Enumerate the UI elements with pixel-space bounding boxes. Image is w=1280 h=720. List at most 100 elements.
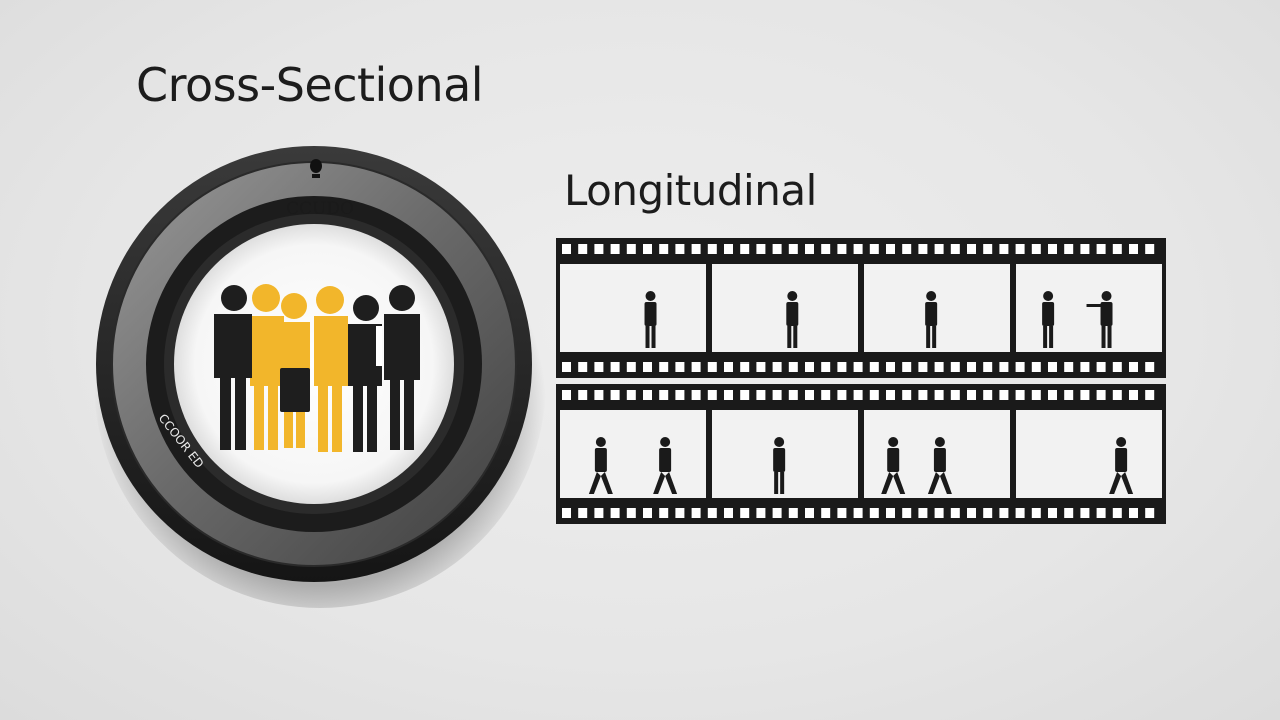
sprocket-hole (756, 390, 766, 400)
sprocket-hole (707, 244, 717, 254)
sprocket-hole (950, 508, 960, 518)
sprocket-hole (983, 390, 993, 400)
sprocket-hole (886, 362, 895, 372)
sprocket-hole (967, 508, 976, 518)
sprocket-hole (902, 362, 912, 372)
sprocket-hole (756, 362, 766, 372)
sprocket-hole (950, 390, 960, 400)
sprocket-hole (610, 390, 620, 400)
sprocket-hole (707, 362, 717, 372)
sprocket-hole (1145, 244, 1155, 254)
sprocket-hole (950, 244, 960, 254)
person-figure-icon (881, 437, 906, 494)
camera-lens-illustration: CCUDO CCOOR ED (94, 146, 546, 608)
sprocket-hole (1112, 390, 1122, 400)
sprocket-hole (691, 508, 701, 518)
sprocket-hole (610, 362, 620, 372)
sprocket-hole (1015, 244, 1025, 254)
sprocket-hole (1080, 390, 1090, 400)
sprocket-hole (562, 390, 571, 400)
lens-notch-icon (310, 159, 322, 173)
lens-text-top: CCUDO (286, 199, 354, 219)
sprocket-hole (659, 508, 669, 518)
sprocket-hole (675, 508, 685, 518)
sprocket-hole (626, 244, 636, 254)
sprocket-hole (869, 508, 879, 518)
sprocket-hole (756, 508, 766, 518)
sprocket-hole (1096, 390, 1106, 400)
sprocket-hole (1015, 390, 1025, 400)
sprocket-hole (967, 244, 976, 254)
sprocket-hole (675, 390, 685, 400)
person-figure-icon (927, 437, 952, 494)
sprocket-hole (578, 362, 588, 372)
person-figure-icon (773, 437, 786, 494)
sprocket-hole (1112, 362, 1122, 372)
film-frame (560, 264, 706, 352)
sprocket-hole (1080, 508, 1090, 518)
sprocket-hole (805, 390, 814, 400)
sprocket-hole (659, 362, 669, 372)
sprocket-hole (707, 390, 717, 400)
sprocket-hole (562, 362, 571, 372)
sprocket-hole (837, 390, 847, 400)
sprocket-hole (934, 244, 944, 254)
sprocket-hole (918, 508, 928, 518)
sprocket-hole (1112, 508, 1122, 518)
film-strip-illustration (556, 238, 1166, 524)
sprocket-hole (724, 244, 733, 254)
sprocket-hole (1129, 244, 1138, 254)
sprocket-hole (740, 244, 750, 254)
sprocket-hole (1015, 362, 1025, 372)
sprocket-hole (643, 508, 652, 518)
sprocket-hole (610, 508, 620, 518)
film-strip-row (556, 384, 1166, 524)
sprocket-hole (999, 390, 1009, 400)
sprocket-hole (1064, 508, 1074, 518)
person-figure-icon (1042, 291, 1055, 348)
sprocket-hole (1015, 508, 1025, 518)
sprocket-hole (578, 390, 588, 400)
sprocket-hole (1145, 390, 1155, 400)
person-figure-icon (653, 437, 678, 494)
people-group-icon (214, 284, 420, 452)
sprocket-hole (691, 362, 701, 372)
film-frame (712, 410, 858, 498)
sprocket-hole (1096, 244, 1106, 254)
sprocket-hole (724, 508, 733, 518)
sprocket-hole (626, 508, 636, 518)
sprocket-hole (902, 508, 912, 518)
sprocket-hole (1096, 508, 1106, 518)
sprocket-hole (902, 390, 912, 400)
sprocket-hole (983, 362, 993, 372)
sprocket-hole (934, 390, 944, 400)
sprocket-hole (626, 362, 636, 372)
sprocket-hole (772, 244, 782, 254)
black-figures-icon (214, 285, 420, 452)
sprocket-hole (659, 390, 669, 400)
sprocket-hole (837, 508, 847, 518)
sprocket-hole (610, 244, 620, 254)
person-figure-icon (1109, 437, 1134, 494)
sprocket-hole (788, 508, 798, 518)
longitudinal-title: Longitudinal (564, 166, 817, 215)
sprocket-hole (788, 362, 798, 372)
sprocket-hole (562, 244, 571, 254)
sprocket-hole (837, 362, 847, 372)
sprocket-hole (594, 362, 604, 372)
film-frame (864, 264, 1010, 352)
sprocket-hole (578, 508, 588, 518)
sprocket-hole (853, 362, 863, 372)
sprocket-hole (1080, 244, 1090, 254)
sprocket-hole (1048, 390, 1057, 400)
sprocket-hole (772, 362, 782, 372)
sprocket-hole (1048, 244, 1057, 254)
person-figure-icon (925, 291, 938, 348)
sprocket-hole (999, 244, 1009, 254)
sprocket-hole (967, 390, 976, 400)
sprocket-hole (1129, 362, 1138, 372)
sprocket-hole (1064, 390, 1074, 400)
sprocket-hole (1031, 244, 1041, 254)
sprocket-hole (740, 508, 750, 518)
sprocket-hole (821, 362, 831, 372)
